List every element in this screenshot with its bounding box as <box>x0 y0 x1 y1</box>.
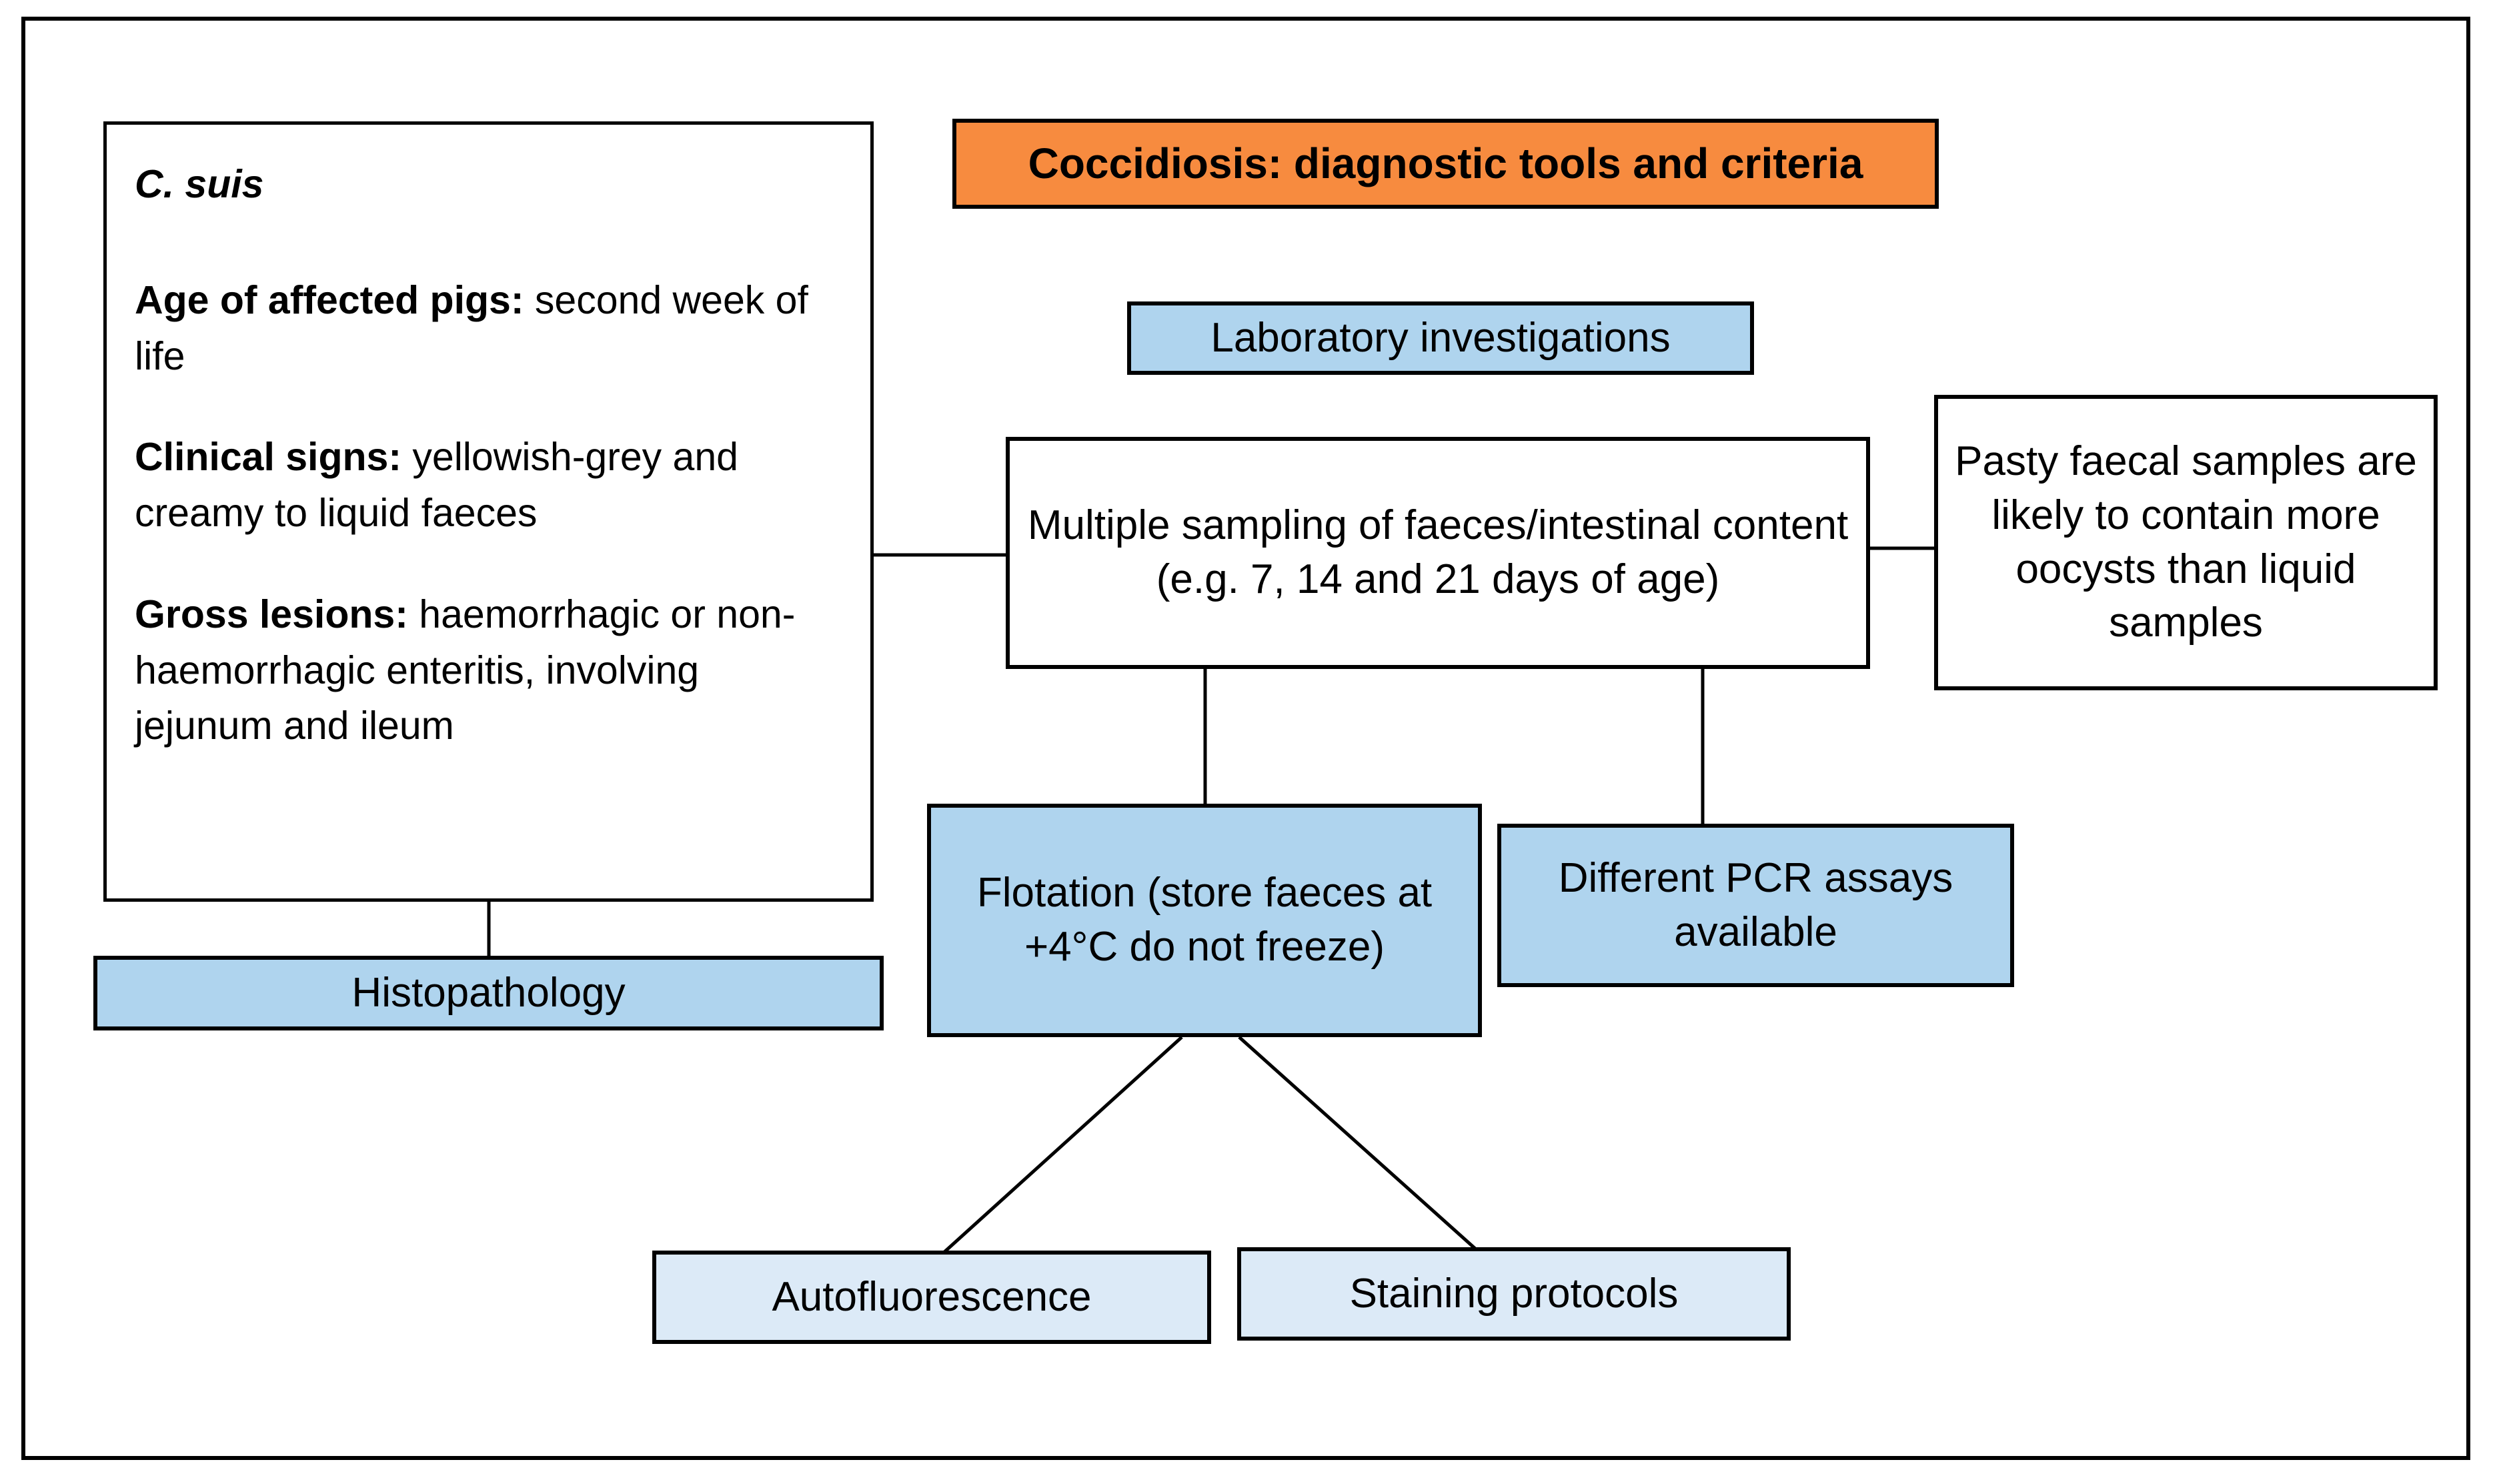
diagram-title-banner: Coccidiosis: diagnostic tools and criter… <box>952 119 1939 209</box>
laboratory-investigations-box: Laboratory investigations <box>1127 301 1754 375</box>
staining-protocols-label: Staining protocols <box>1349 1270 1679 1317</box>
staining-protocols-box: Staining protocols <box>1237 1247 1791 1341</box>
flotation-label: Flotation (store faeces at +4°C do not f… <box>976 870 1433 970</box>
autofluorescence-label: Autofluorescence <box>772 1273 1092 1320</box>
pcr-assays-box: Different PCR assays available <box>1497 824 2014 987</box>
flotation-box: Flotation (store faeces at +4°C do not f… <box>927 804 1482 1037</box>
clinical-entry-lesions-value: haemorrhagic or non-haemorrhagic enterit… <box>135 592 796 748</box>
clinical-entry-age: Age of affected pigs: second week of lif… <box>135 273 844 385</box>
species-name: C. suis <box>135 162 264 206</box>
clinical-entry-age-label: Age of affected pigs: <box>135 277 524 322</box>
laboratory-investigations-label: Laboratory investigations <box>1210 314 1671 361</box>
histopathology-box: Histopathology <box>93 956 884 1030</box>
pcr-assays-label: Different PCR assays available <box>1558 854 1953 955</box>
clinical-description-box: C. suis Age of affected pigs: second wee… <box>103 121 874 902</box>
multiple-sampling-box: Multiple sampling of faeces/intestinal c… <box>1006 437 1870 669</box>
histopathology-label: Histopathology <box>351 969 626 1016</box>
pasty-faecal-samples-box: Pasty faecal samples are likely to conta… <box>1934 395 2438 690</box>
clinical-entry-signs-value: yellowish-grey and creamy to liquid faec… <box>135 435 738 536</box>
multiple-sampling-label: Multiple sampling of faeces/intestinal c… <box>1027 502 1849 602</box>
clinical-entry-signs: Clinical signs: yellowish-grey and cream… <box>135 430 844 542</box>
clinical-entry-lesions: Gross lesions: haemorrhagic or non-haemo… <box>135 587 844 754</box>
pasty-faecal-samples-label: Pasty faecal samples are likely to conta… <box>1955 438 2417 646</box>
clinical-entry-age-value: second week of life <box>135 277 808 378</box>
clinical-entry-lesions-label: Gross lesions: <box>135 592 408 636</box>
autofluorescence-box: Autofluorescence <box>652 1251 1211 1344</box>
diagram-title-text: Coccidiosis: diagnostic tools and criter… <box>1028 139 1863 187</box>
clinical-entry-signs-label: Clinical signs: <box>135 435 401 480</box>
